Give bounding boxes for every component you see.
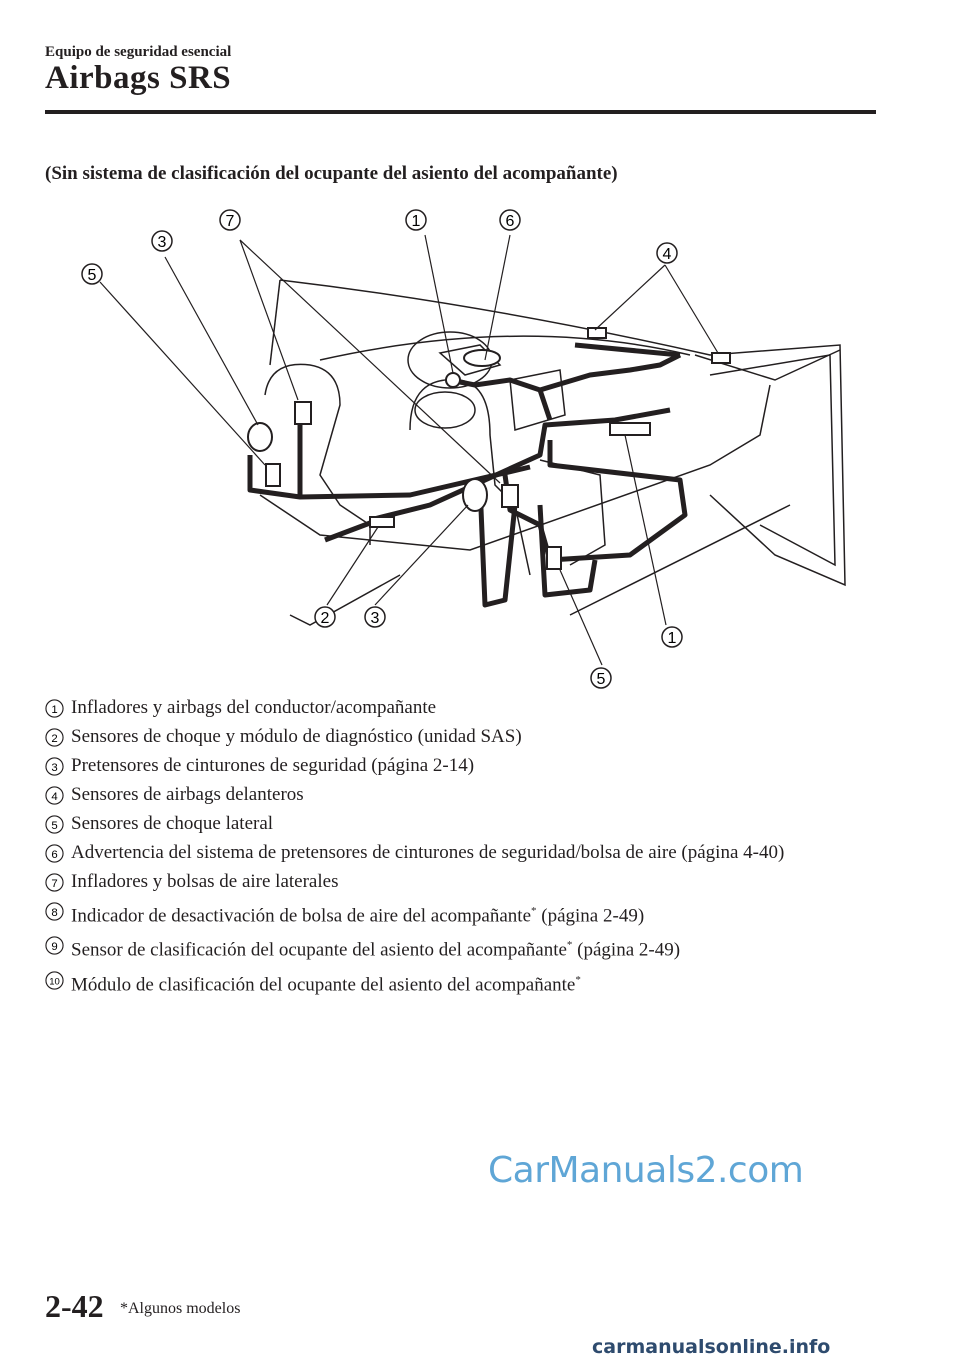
number-9-icon: 9 [45, 936, 64, 955]
callout-labels: 7 1 6 3 4 5 2 3 [82, 210, 682, 688]
number-5-text: 5 [51, 820, 57, 832]
legend-text-tail: (página 2-49) [537, 905, 645, 926]
warning-light [464, 350, 500, 366]
number-6-icon: 6 [45, 844, 64, 863]
number-8-icon: 8 [45, 902, 64, 921]
callout-1-bottom: 1 [662, 627, 682, 647]
leader-lines [100, 235, 718, 665]
side-airbag-left [295, 402, 311, 424]
callout-4: 4 [657, 243, 677, 263]
legend-text: Indicador de desactivación de bolsa de a… [71, 905, 531, 926]
legend-item: 6 Advertencia del sistema de pretensores… [45, 841, 865, 865]
driver-airbag [446, 373, 460, 387]
legend-item: 4 Sensores de airbags delanteros [45, 783, 865, 807]
page-title: Airbags SRS [45, 60, 231, 97]
callout-1-bottom-text: 1 [668, 630, 677, 647]
number-1-icon: 1 [45, 699, 64, 718]
callout-5-top-text: 5 [88, 267, 97, 284]
passenger-airbag [610, 423, 650, 435]
callout-3-top-text: 3 [158, 234, 167, 251]
number-5-icon: 5 [45, 815, 64, 834]
legend-item: 3 Pretensores de cinturones de seguridad… [45, 754, 865, 778]
front-sensor-left [588, 328, 606, 338]
legend-item: 1 Infladores y airbags del conductor/aco… [45, 696, 865, 720]
callout-4-text: 4 [663, 246, 672, 263]
callout-5-bottom-text: 5 [597, 671, 606, 688]
pretensioner-left [248, 423, 272, 451]
wiring-harness [250, 345, 685, 605]
callout-5-bottom: 5 [591, 668, 611, 688]
number-10-text: 10 [49, 976, 60, 987]
callout-6-text: 6 [506, 213, 515, 230]
side-sensor-right [547, 547, 561, 569]
number-6-text: 6 [51, 849, 57, 861]
callout-6: 6 [500, 210, 520, 230]
sas-unit [370, 517, 394, 527]
watermark: CarManuals2.com [488, 1150, 803, 1191]
legend-text-tail: (página 2-49) [572, 940, 680, 961]
callout-7-text: 7 [226, 213, 235, 230]
front-sensor-right [712, 353, 730, 363]
callout-2: 2 [315, 607, 335, 627]
legend-item: 9 Sensor de clasificación del ocupante d… [45, 933, 865, 962]
legend-text: Sensores de airbags delanteros [71, 784, 304, 805]
number-9-text: 9 [51, 941, 57, 953]
callout-3-bottom-text: 3 [371, 610, 380, 627]
legend-item: 2 Sensores de choque y módulo de diagnós… [45, 725, 865, 749]
number-8-text: 8 [51, 907, 57, 919]
callout-1-top: 1 [406, 210, 426, 230]
legend-text: Sensores de choque y módulo de diagnósti… [71, 726, 522, 747]
side-sensor-left [266, 464, 280, 486]
legend-text: Pretensores de cinturones de seguridad (… [71, 755, 474, 776]
number-4-icon: 4 [45, 786, 64, 805]
legend-text: Módulo de clasificación del ocupante del… [71, 974, 575, 995]
number-10-icon: 10 [45, 971, 64, 990]
number-7-icon: 7 [45, 873, 64, 892]
legend-item: 7 Infladores y bolsas de aire laterales [45, 870, 865, 894]
airbag-system-diagram: 7 1 6 3 4 5 2 3 [70, 205, 860, 700]
footer-site-link[interactable]: carmanualsonline.info [592, 1336, 830, 1358]
callout-3-top: 3 [152, 231, 172, 251]
legend-text: Infladores y bolsas de aire laterales [71, 871, 338, 892]
callout-7: 7 [220, 210, 240, 230]
title-divider [45, 110, 876, 114]
callout-1-top-text: 1 [412, 213, 421, 230]
subheading: (Sin sistema de clasificación del ocupan… [45, 163, 618, 185]
number-1-text: 1 [51, 704, 57, 716]
page-number: 2-42 [45, 1288, 104, 1325]
component-legend: 1 Infladores y airbags del conductor/aco… [45, 696, 865, 1002]
legend-text: Advertencia del sistema de pretensores d… [71, 842, 784, 863]
number-2-icon: 2 [45, 728, 64, 747]
legend-text: Sensores de choque lateral [71, 813, 273, 834]
number-2-text: 2 [51, 733, 57, 745]
legend-item: 5 Sensores de choque lateral [45, 812, 865, 836]
side-airbag-right [502, 485, 518, 507]
section-label: Equipo de seguridad esencial [45, 44, 231, 61]
legend-text: Sensor de clasificación del ocupante del… [71, 940, 567, 961]
legend-item: 8 Indicador de desactivación de bolsa de… [45, 899, 865, 928]
legend-text: Infladores y airbags del conductor/acomp… [71, 697, 436, 718]
number-7-text: 7 [51, 878, 57, 890]
number-3-text: 3 [51, 762, 57, 774]
callout-3-bottom: 3 [365, 607, 385, 627]
legend-item: 10 Módulo de clasificación del ocupante … [45, 968, 865, 997]
footnote: *Algunos modelos [120, 1300, 240, 1318]
callout-5-top: 5 [82, 264, 102, 284]
callout-2-text: 2 [321, 610, 330, 627]
number-4-text: 4 [51, 791, 57, 803]
number-3-icon: 3 [45, 757, 64, 776]
footnote-marker: * [575, 974, 581, 986]
